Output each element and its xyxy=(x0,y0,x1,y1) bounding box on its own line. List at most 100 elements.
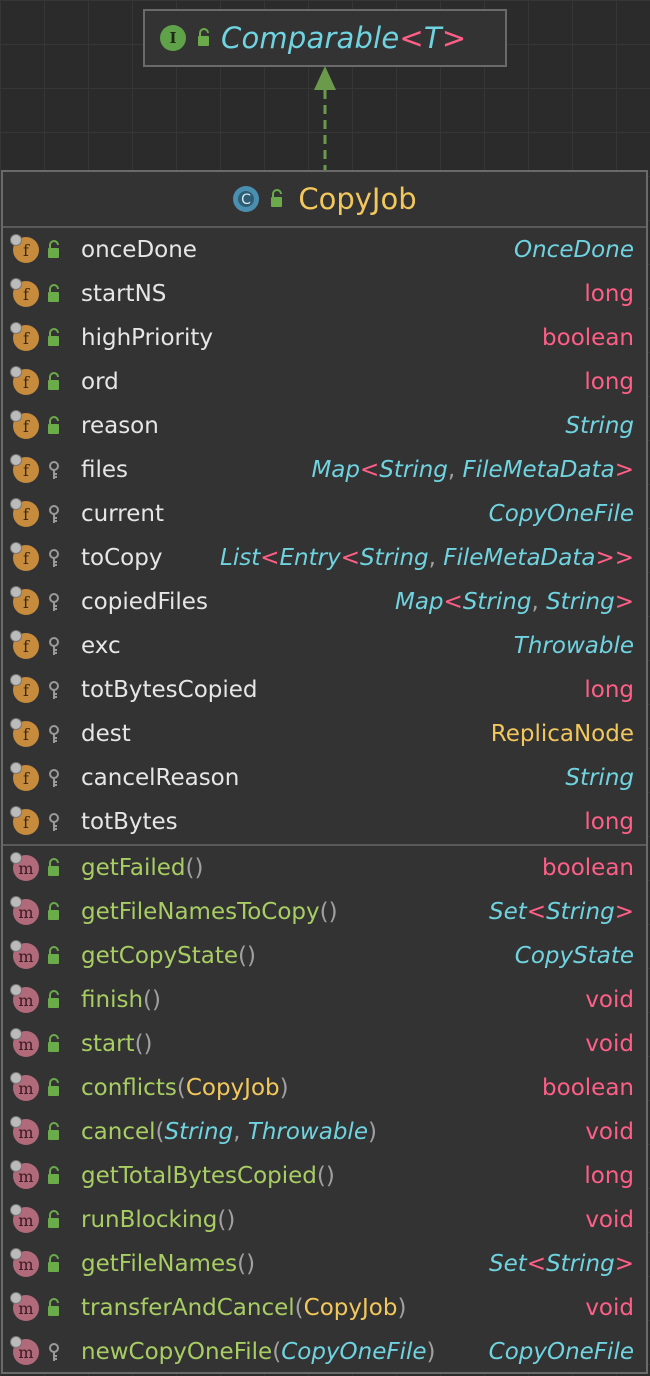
public-lock-icon xyxy=(48,240,59,258)
field-type-part: String xyxy=(462,589,532,615)
method-signature-part: getFileNamesToCopy xyxy=(81,899,320,925)
method-signature-part: Throwable xyxy=(247,1119,368,1145)
method-signature-part: getTotalBytesCopied xyxy=(81,1163,317,1189)
method-return-type: void xyxy=(585,1295,634,1321)
method-signature-part: () xyxy=(316,1163,335,1189)
private-key-icon xyxy=(49,637,59,655)
private-key-icon xyxy=(49,593,59,611)
public-lock-icon xyxy=(48,1298,59,1316)
field-type: boolean xyxy=(542,325,634,351)
field-type-part: long xyxy=(584,809,634,835)
public-lock-icon xyxy=(48,902,59,920)
public-lock-icon xyxy=(48,990,59,1008)
field-name: totBytesCopied xyxy=(81,677,258,703)
method-return-type-part: > xyxy=(614,899,634,925)
field-type: long xyxy=(584,281,634,307)
field-name: cancelReason xyxy=(81,765,240,791)
class-name: CopyJob xyxy=(298,182,417,216)
private-key-icon xyxy=(49,461,59,479)
field-type-part: FileMetaData xyxy=(462,457,615,483)
field-type-part: boolean xyxy=(542,325,634,351)
method-signature: getFileNames() xyxy=(81,1251,255,1277)
method-signature: runBlocking() xyxy=(81,1207,235,1233)
field-type-part: < xyxy=(260,545,280,571)
field-type-part: long xyxy=(584,281,634,307)
field-type-part: Entry xyxy=(279,545,341,571)
method-icon: m xyxy=(10,852,39,881)
public-lock-icon xyxy=(48,1166,59,1184)
field-type-part: ReplicaNode xyxy=(490,721,634,747)
field-type-part: OnceDone xyxy=(514,237,634,263)
method-icon: m xyxy=(10,1292,39,1321)
field-type-part: > xyxy=(614,589,634,615)
svg-text:C: C xyxy=(241,192,251,208)
method-signature-part: getFileNames xyxy=(81,1251,238,1277)
method-return-type-part: String xyxy=(546,899,615,925)
method-return-type-part: void xyxy=(585,1207,634,1233)
public-lock-icon xyxy=(48,1210,59,1228)
field-icon: f xyxy=(10,718,39,747)
field-row[interactable]: f dest ReplicaNode xyxy=(3,712,646,756)
interface-icon: I xyxy=(160,25,186,51)
method-return-type: void xyxy=(585,1119,634,1145)
field-type-part: String xyxy=(546,589,615,615)
method-signature-part: ) xyxy=(279,1075,289,1101)
field-icon: f xyxy=(10,234,39,263)
field-type-part: < xyxy=(443,589,463,615)
field-icon: f xyxy=(10,806,39,835)
type-param: T xyxy=(423,21,442,55)
method-return-type-part: void xyxy=(585,1119,634,1145)
method-signature: finish() xyxy=(81,987,161,1013)
public-lock-icon xyxy=(271,189,283,207)
method-signature-part: ( xyxy=(294,1295,304,1321)
field-type-part: String xyxy=(360,545,429,571)
interface-node-comparable[interactable]: I Comparable<T> xyxy=(143,9,507,67)
method-signature-part: () xyxy=(143,987,161,1013)
method-signature-part: , xyxy=(233,1119,248,1145)
method-signature-part: CopyJob xyxy=(185,1075,280,1101)
field-type: Map<String, FileMetaData> xyxy=(311,457,634,483)
field-type-part: Map xyxy=(311,457,360,483)
field-name: onceDone xyxy=(81,237,197,263)
method-return-type-part: long xyxy=(584,1163,634,1189)
field-row[interactable]: f onceDone OnceDone xyxy=(3,228,646,272)
field-name: toCopy xyxy=(81,545,163,571)
field-type-part: CopyOneFile xyxy=(488,501,634,527)
method-signature-part: transferAndCancel xyxy=(81,1295,295,1321)
class-header: C CopyJob xyxy=(3,172,646,228)
method-signature-part: ) xyxy=(397,1295,407,1321)
implements-arrow xyxy=(314,66,336,172)
private-key-icon xyxy=(49,725,59,743)
section-divider xyxy=(3,844,646,846)
field-type-part: long xyxy=(584,677,634,703)
method-return-type: void xyxy=(585,1207,634,1233)
field-name: dest xyxy=(81,721,131,747)
method-icon: m xyxy=(10,896,39,925)
field-type: OnceDone xyxy=(514,237,634,263)
